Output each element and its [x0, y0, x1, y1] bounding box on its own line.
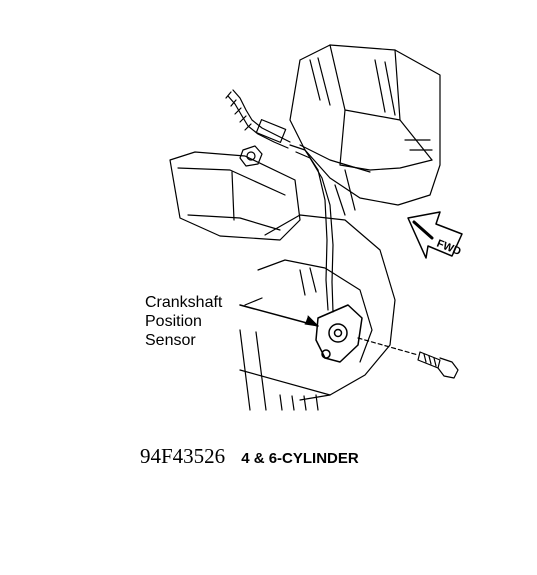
callout-leader	[239, 304, 319, 327]
bracket	[169, 151, 301, 241]
engine-block	[289, 44, 441, 206]
figure-code: 94F43526	[140, 444, 226, 468]
wire-harness	[225, 89, 334, 313]
callout-line-1: Crankshaft	[145, 294, 223, 311]
timing-cover	[239, 169, 396, 411]
crankshaft-position-sensor	[315, 304, 363, 363]
fwd-direction-arrow: FWD	[407, 211, 463, 259]
bolt-alignment-line	[357, 337, 419, 356]
figure-caption: 94F43526 4 & 6-CYLINDER	[140, 444, 359, 469]
harness-clip	[239, 145, 263, 167]
callout-line-3: Sensor	[145, 332, 196, 349]
crankshaft-sensor-callout: Crankshaft Position Sensor	[145, 293, 222, 350]
mounting-bolt	[417, 351, 459, 379]
figure-subtitle: 4 & 6-CYLINDER	[241, 450, 359, 467]
callout-line-2: Position	[145, 313, 202, 330]
